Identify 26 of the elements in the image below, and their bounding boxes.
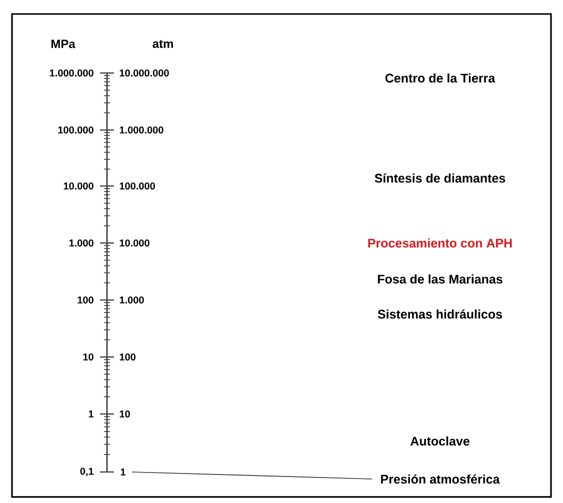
application-label: Presión atmosférica — [381, 474, 500, 484]
tick-label: 100.000 — [58, 126, 94, 134]
application-label: Centro de la Tierra — [385, 73, 496, 83]
application-label: Autoclave — [410, 436, 470, 446]
tick-label: 1.000 — [69, 239, 94, 247]
tick-label: 100.000 — [120, 182, 155, 190]
column-header: atm — [152, 40, 173, 48]
tick-label: 10 — [120, 410, 130, 418]
tick-label: 1.000 — [120, 296, 144, 304]
tick-label: 10.000.000 — [120, 69, 169, 77]
tick-label: 1.000.000 — [50, 69, 94, 77]
application-label: Procesamiento con APH — [368, 238, 512, 248]
application-label: Síntesis de diamantes — [374, 173, 506, 183]
tick-label: 1 — [88, 410, 94, 418]
application-label: Sistemas hidráulicos — [378, 309, 502, 319]
tick-label: 1.000.000 — [120, 126, 164, 134]
tick-label: 10.000 — [64, 182, 94, 190]
tick-label: 100 — [120, 353, 136, 361]
column-header: MPa — [51, 40, 76, 48]
leader-line — [132, 472, 372, 480]
tick-label: 100 — [78, 296, 94, 304]
application-label: Fosa de las Marianas — [378, 274, 502, 284]
tick-label: 1 — [120, 468, 126, 476]
tick-label: 0,1 — [80, 468, 94, 476]
tick-label: 10 — [83, 353, 94, 361]
tick-label: 10.000 — [120, 239, 150, 247]
